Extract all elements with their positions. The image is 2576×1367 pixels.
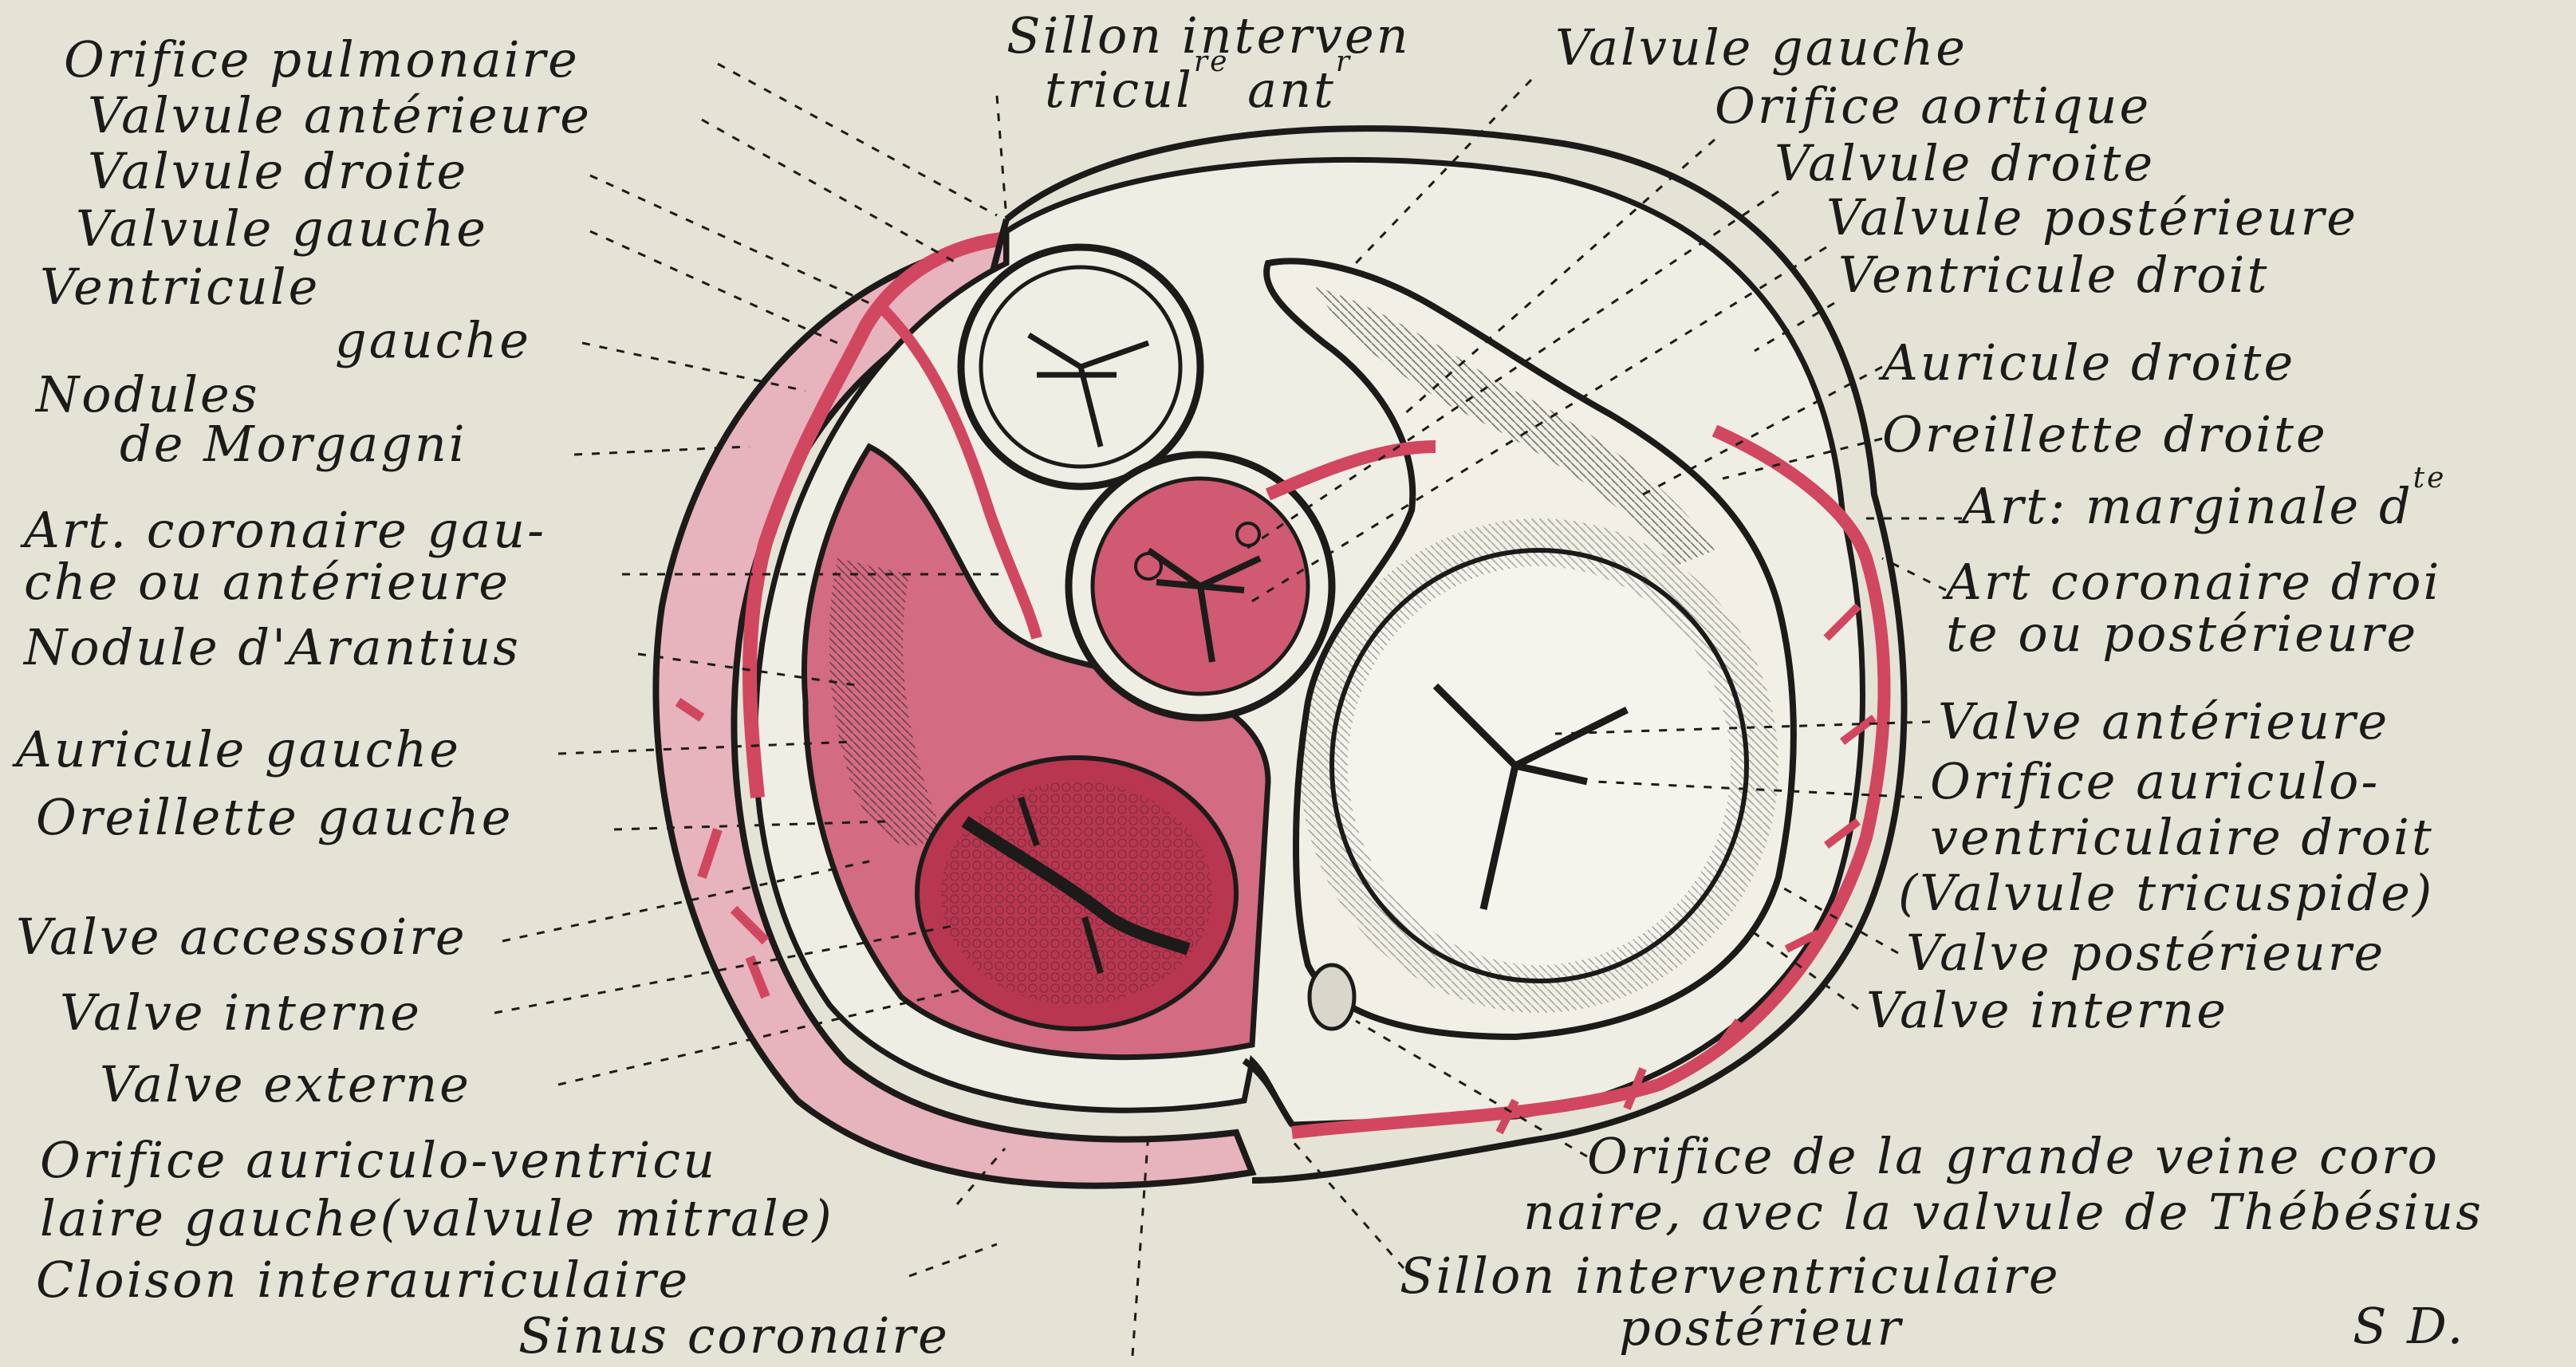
label-sillon-posterieur-1: Sillon interventriculaire [1400,1248,2061,1304]
label-orifice-pulmonaire: Orifice pulmonaire [64,32,580,88]
label-grande-veine-2: naire, avec la valvule de Thébésius [1523,1184,2483,1240]
label-orifice-aortique: Orifice aortique [1715,78,2151,134]
artist-signature: S D. [2353,1298,2465,1354]
label-orifice-av-droit-2: ventriculaire droit [1930,810,2434,865]
label-ventricule-gauche-1: Ventricule [40,259,320,315]
label-valve-accessoire: Valve accessoire [16,909,467,965]
label-orifice-av-droit-3: (Valvule tricuspide) [1898,865,2434,921]
label-ventricule-droit: Ventricule droit [1838,247,2269,303]
label-art-coronaire-gauche-2: che ou antérieure [24,554,510,610]
label-auricule-droite: Auricule droite [1882,335,2295,391]
label-orifice-av-droit-1: Orifice auriculo- [1930,754,2380,810]
label-nodules-morgagni-2: de Morgagni [120,416,467,472]
label-valvule-anterieure: Valvule antérieure [88,88,592,144]
label-nodule-arantius: Nodule d'Arantius [24,620,521,676]
label-cloison-interauriculaire: Cloison interauriculaire [36,1252,690,1308]
label-grande-veine-1: Orifice de la grande veine coro [1587,1129,2440,1184]
label-art-coronaire-droite-1: Art coronaire droi [1946,554,2441,610]
label-valvule-droite-aorte: Valvule droite [1774,136,2155,191]
label-valvule-droite: Valvule droite [88,144,468,199]
label-art-coronaire-gauche-1: Art. coronaire gau- [24,502,546,558]
label-orifice-av-gauche-2: laire gauche(valvule mitrale) [40,1191,834,1247]
label-sillon-posterieur-2: postérieur [1619,1300,1903,1356]
label-valve-externe: Valve externe [100,1057,471,1113]
label-valve-interne-left: Valve interne [60,985,422,1041]
label-oreillette-droite: Oreillette droite [1882,407,2328,463]
label-valve-posterieure: Valve postérieure [1906,925,2385,981]
label-sillon-anterieur-2: triculre antr [1045,62,1352,118]
label-valvule-posterieure: Valvule postérieure [1826,190,2358,246]
label-valve-interne-right: Valve interne [1866,983,2228,1038]
label-orifice-av-gauche-1: Orifice auriculo-ventricu [40,1133,717,1188]
label-art-coronaire-droite-2: te ou postérieure [1946,606,2418,662]
label-valvule-gauche-aorte: Valvule gauche [1555,20,1967,76]
label-art-marginale: Art: marginale dte [1962,479,2446,534]
label-auricule-gauche: Auricule gauche [16,722,461,778]
label-valve-anterieure: Valve antérieure [1938,694,2389,750]
label-ventricule-gauche-2: gauche [335,313,531,368]
label-sinus-coronaire: Sinus coronaire [518,1308,950,1364]
thebesius-orifice [1310,965,1354,1029]
label-oreillette-gauche: Oreillette gauche [36,790,514,845]
label-valvule-gauche: Valvule gauche [76,201,488,257]
